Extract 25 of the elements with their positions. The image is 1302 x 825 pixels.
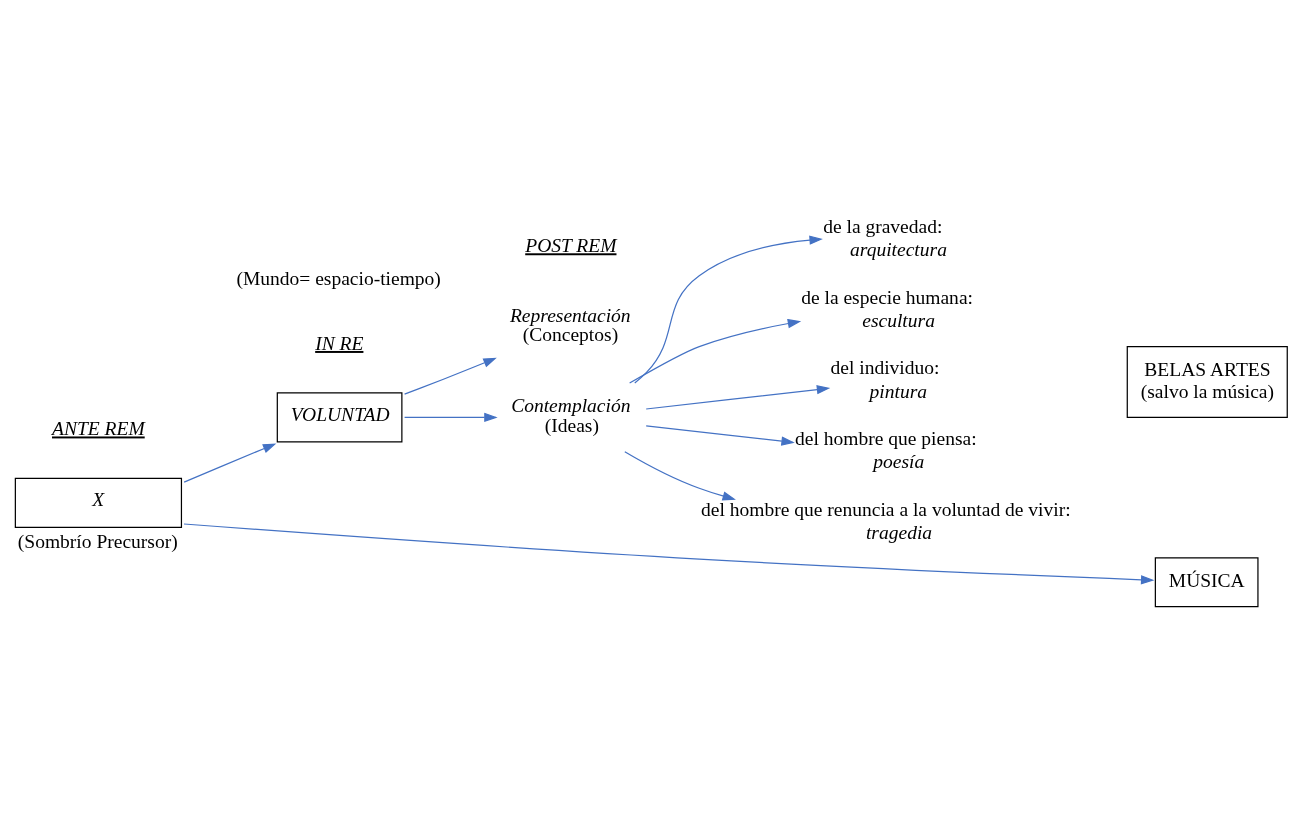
node-label: (Sombrío Precursor): [17, 530, 178, 552]
node-box: BELAS ARTES (salvo la música): [1126, 345, 1288, 418]
label: POST REM: [525, 235, 617, 257]
node-text: del hombre que renuncia a la voluntad de vivir: tragedia: [701, 499, 1071, 544]
arrow: [183, 443, 277, 483]
arrow: [645, 384, 831, 410]
arrow: [183, 523, 1155, 585]
node-box: X: [14, 477, 183, 528]
arrow: [404, 412, 498, 423]
node-text: de la gravedad: arquitectura: [823, 215, 947, 260]
label: ANTE REM: [52, 418, 145, 440]
node-text: Representación (Conceptos): [509, 304, 631, 346]
node-text: del individuo: pintura: [830, 357, 940, 402]
label: (Mundo= espacio-tiempo): [236, 268, 441, 290]
arrow: [404, 357, 497, 395]
node-box: MÚSICA: [1154, 557, 1259, 608]
node-text: de la especie humana: escultura: [801, 286, 973, 331]
arrow: [629, 318, 802, 384]
label: IN RE: [315, 332, 364, 354]
arrow: [624, 451, 736, 501]
arrow: [634, 235, 823, 384]
node-text: del hombre que piensa: poesía: [795, 428, 977, 473]
arrow: [645, 425, 795, 446]
node-box: VOLUNTAD: [276, 392, 403, 443]
node-text: Contemplación (Ideas): [511, 395, 631, 436]
